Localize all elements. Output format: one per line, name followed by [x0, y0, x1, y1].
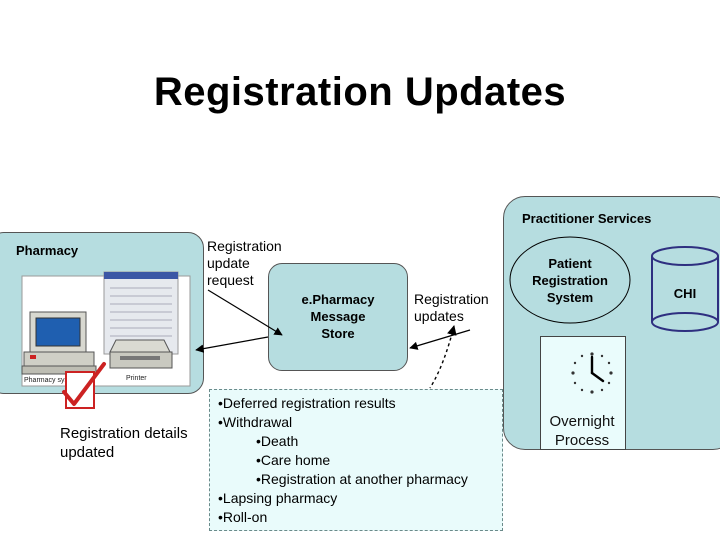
registration-update-request-label: Registration update request: [207, 238, 282, 288]
database-cylinder-icon: [651, 246, 719, 332]
reason-item: •Lapsing pharmacy: [218, 490, 338, 506]
checkmark-icon: [62, 362, 106, 409]
registration-details-updated-label: Registration details updated: [60, 425, 188, 461]
registration-updates-label: Registration updates: [414, 291, 489, 324]
update-reasons-list: •Deferred registration results •Withdraw…: [218, 394, 468, 527]
clock-icon: [571, 352, 613, 394]
epharmacy-store-label: e.Pharmacy Message Store: [301, 292, 375, 341]
patient-registration-system-node: [509, 236, 631, 324]
patient-registration-system-label: Patient Registration System: [532, 256, 608, 305]
reason-subitem: •Death: [256, 433, 299, 449]
reason-item: •Deferred registration results: [218, 395, 396, 411]
epharmacy-store-box: [268, 263, 408, 371]
slide-title: Registration Updates: [153, 70, 567, 114]
practitioner-services-label: Practitioner Services: [522, 211, 652, 226]
pharmacy-label: Pharmacy: [16, 243, 79, 258]
chi-label: CHI: [673, 286, 697, 301]
printer-icon: [109, 339, 173, 369]
registration-updates-arrow: [409, 329, 471, 350]
computer-icon: [21, 311, 97, 375]
reason-subitem: •Care home: [256, 452, 331, 468]
request-arrow: [207, 289, 283, 336]
reason-item: •Withdrawal: [218, 414, 293, 430]
overnight-process-label: Overnight Process: [549, 413, 615, 449]
reason-item: •Roll-on: [218, 509, 268, 525]
printer-caption: Printer: [126, 375, 147, 382]
to-pharmacy-arrow: [195, 336, 269, 353]
update-reasons-box: [209, 389, 503, 531]
dotted-connector: [429, 325, 457, 389]
pharmacy-system-caption: Pharmacy system: [24, 377, 80, 384]
reason-subitem: •Registration at another pharmacy: [256, 471, 468, 487]
